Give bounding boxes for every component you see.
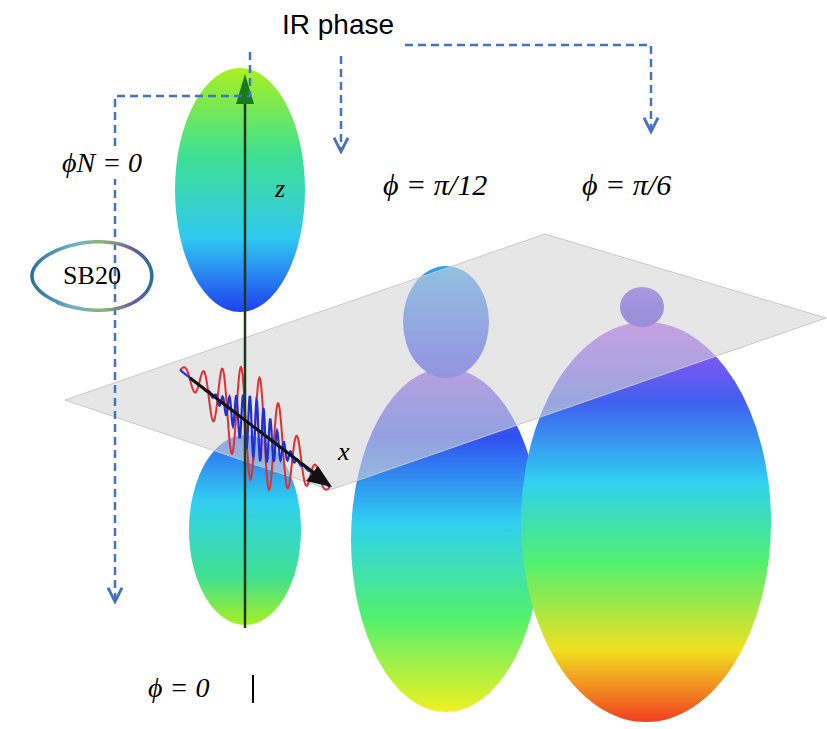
figure-label: ϕ = π/12 [383, 168, 487, 201]
figure-label: z [275, 175, 285, 204]
figure-label: IR phase [282, 10, 394, 41]
loop-stroke [32, 242, 152, 310]
figure-label: ϕ = π/6 [582, 168, 671, 201]
x-axis-arrowhead [306, 466, 332, 487]
figure-label: x [338, 438, 350, 467]
laser-waveform [180, 367, 330, 490]
field-oscillation [180, 367, 330, 490]
dashed-pointer [340, 56, 343, 150]
dashed-pointer [115, 52, 250, 600]
figure-label: ϕN = 0 [60, 148, 144, 179]
field-oscillation [180, 370, 330, 487]
sideband-label: SB20 [63, 261, 121, 291]
x-axis [190, 378, 318, 476]
circled-annotation: SB20 [29, 239, 155, 313]
upper-lobe [175, 68, 305, 312]
axis-stub [252, 675, 254, 703]
polarization-plane [65, 234, 826, 490]
figure-label: ϕ = 0 [148, 673, 209, 704]
z-axis-arrowhead [236, 74, 254, 104]
dashed-pointer [405, 45, 651, 130]
z-axis [244, 100, 247, 628]
